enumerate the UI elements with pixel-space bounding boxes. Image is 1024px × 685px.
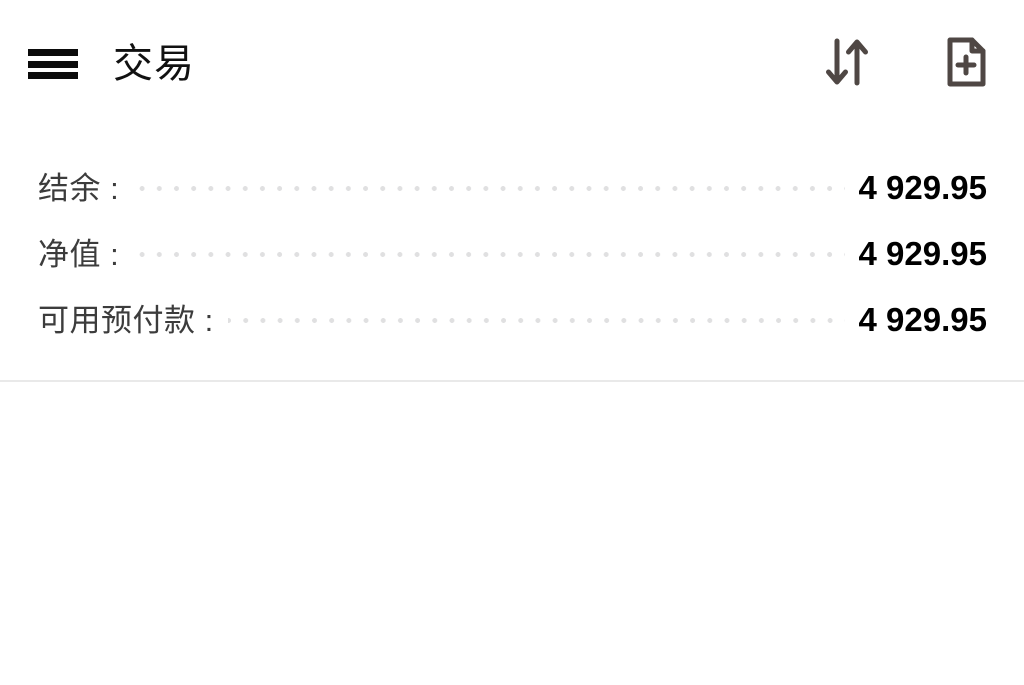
- hamburger-bar-middle: [28, 60, 78, 68]
- dot-leader: [133, 168, 845, 199]
- app-toolbar: 交易: [0, 0, 1024, 128]
- hamburger-bar-bottom: [28, 72, 78, 79]
- hamburger-bar-top: [28, 49, 78, 56]
- dot-leader: [227, 300, 845, 331]
- summary-value: 4 929.95: [858, 169, 987, 206]
- summary-label: 净值 :: [38, 237, 120, 272]
- section-divider: [0, 380, 1024, 382]
- summary-row-free-margin[interactable]: 可用预付款 : 4 929.95: [38, 295, 987, 361]
- summary-label: 结余 :: [38, 171, 120, 206]
- summary-row-equity[interactable]: 净值 : 4 929.95: [38, 229, 987, 295]
- sort-up-down-icon: [825, 36, 871, 93]
- sort-button[interactable]: [820, 36, 876, 92]
- summary-label: 可用预付款 :: [38, 303, 214, 338]
- summary-value: 4 929.95: [858, 235, 987, 272]
- document-plus-icon: [941, 34, 991, 95]
- new-document-button[interactable]: [938, 36, 994, 92]
- account-summary: 结余 : 4 929.95 净值 : 4 929.95 可用预付款 : 4 92…: [0, 163, 1024, 361]
- hamburger-menu-icon[interactable]: [28, 44, 78, 84]
- summary-value: 4 929.95: [858, 301, 987, 338]
- page-title: 交易: [113, 42, 195, 86]
- toolbar-actions-group: [820, 36, 1024, 92]
- positions-list-area[interactable]: [0, 382, 1024, 685]
- summary-row-balance[interactable]: 结余 : 4 929.95: [38, 163, 987, 229]
- toolbar-left-group: 交易: [0, 44, 195, 84]
- dot-leader: [133, 234, 845, 265]
